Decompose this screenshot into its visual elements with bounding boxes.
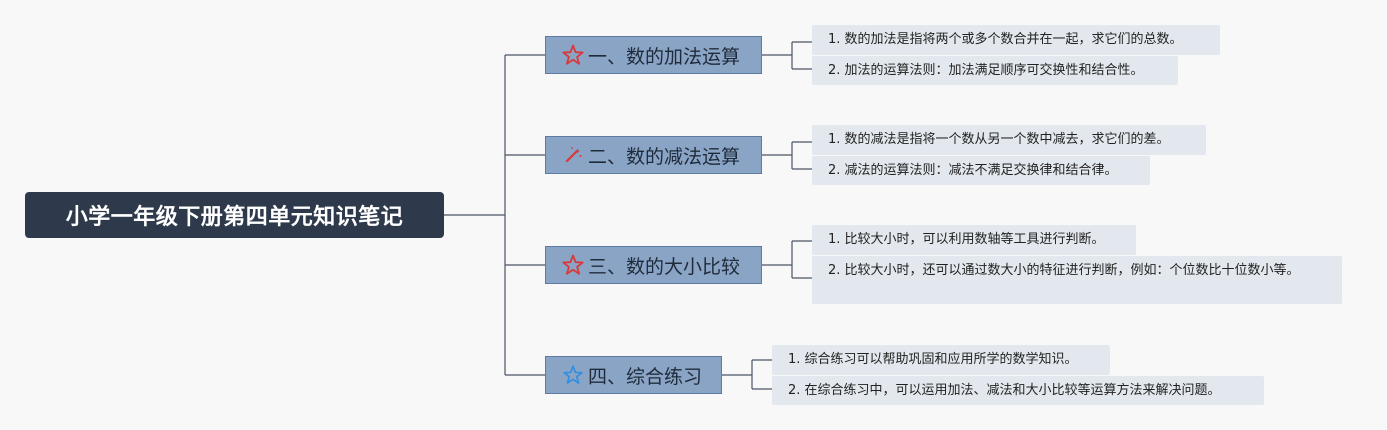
branch-title: 四、综合练习: [588, 365, 703, 388]
branch-title: 一、数的加法运算: [588, 45, 741, 68]
note-text: 2. 加法的运算法则：加法满足顺序可交换性和结合性。: [828, 63, 1144, 78]
root-topic[interactable]: 小学一年级下册第四单元知识笔记: [25, 192, 444, 238]
branch-practice[interactable]: 四、综合练习: [545, 356, 722, 394]
note-comparison-1[interactable]: 1. 比较大小时，可以利用数轴等工具进行判断。: [812, 225, 1136, 255]
note-text: 1. 综合练习可以帮助巩固和应用所学的数学知识。: [788, 352, 1078, 367]
note-addition-2[interactable]: 2. 加法的运算法则：加法满足顺序可交换性和结合性。: [812, 56, 1178, 85]
note-practice-1[interactable]: 1. 综合练习可以帮助巩固和应用所学的数学知识。: [772, 345, 1110, 375]
note-text: 2. 在综合练习中，可以运用加法、减法和大小比较等运算方法来解决问题。: [788, 383, 1221, 398]
branch-title: 三、数的大小比较: [588, 255, 741, 278]
branch-subtraction[interactable]: 二、数的减法运算: [545, 136, 762, 174]
note-text: 2. 比较大小时，还可以通过数大小的特征进行判断，例如：个位数比十位数小等。: [828, 263, 1300, 278]
red-star-outline-icon: [560, 42, 586, 68]
blue-star-outline-icon: [560, 362, 586, 388]
note-text: 2. 减法的运算法则：减法不满足交换律和结合律。: [828, 163, 1118, 178]
note-practice-2[interactable]: 2. 在综合练习中，可以运用加法、减法和大小比较等运算方法来解决问题。: [772, 376, 1264, 405]
note-addition-1[interactable]: 1. 数的加法是指将两个或多个数合并在一起，求它们的总数。: [812, 25, 1220, 55]
branch-addition[interactable]: 一、数的加法运算: [545, 36, 762, 74]
red-star-outline-icon: [560, 252, 586, 278]
magic-wand-icon: [560, 142, 586, 168]
branch-comparison[interactable]: 三、数的大小比较: [545, 246, 762, 284]
note-text: 1. 比较大小时，可以利用数轴等工具进行判断。: [828, 232, 1105, 247]
note-subtraction-1[interactable]: 1. 数的减法是指将一个数从另一个数中减去，求它们的差。: [812, 125, 1206, 155]
note-text: 1. 数的加法是指将两个或多个数合并在一起，求它们的总数。: [828, 32, 1183, 47]
note-comparison-2[interactable]: 2. 比较大小时，还可以通过数大小的特征进行判断，例如：个位数比十位数小等。: [812, 256, 1342, 304]
branch-title: 二、数的减法运算: [588, 145, 741, 168]
root-title: 小学一年级下册第四单元知识笔记: [65, 205, 404, 230]
note-subtraction-2[interactable]: 2. 减法的运算法则：减法不满足交换律和结合律。: [812, 156, 1150, 185]
note-text: 1. 数的减法是指将一个数从另一个数中减去，求它们的差。: [828, 132, 1170, 147]
